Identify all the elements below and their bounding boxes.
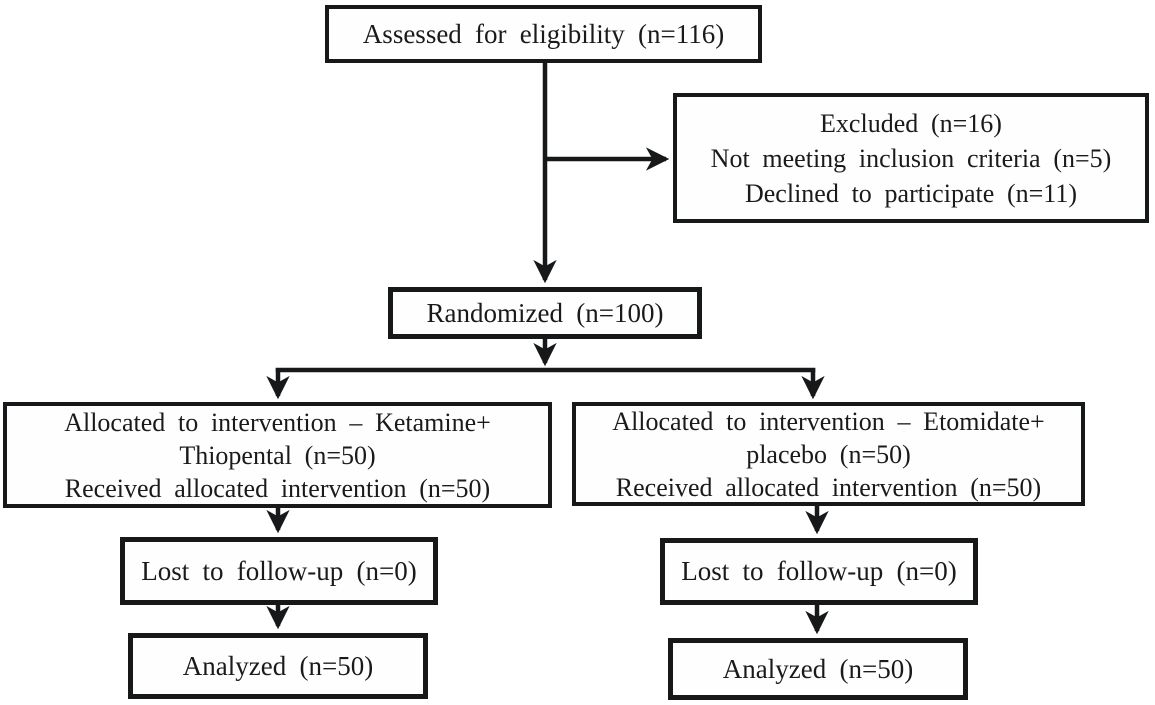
alloc-left-line-2: Thiopental (n=50) <box>179 440 376 470</box>
alloc-left-line-3: Received allocated intervention (n=50) <box>64 473 491 503</box>
excluded-not-meeting-criteria-label: Not meeting inclusion criteria (n=5) <box>710 143 1112 173</box>
box-allocated-etomidate-placebo: Allocated to intervention – Etomidate+ p… <box>572 402 1085 506</box>
alloc-left-line-1: Allocated to intervention – Ketamine+ <box>64 407 491 437</box>
box-excluded: Excluded (n=16) Not meeting inclusion cr… <box>673 93 1149 223</box>
box-allocated-ketamine-thiopental: Allocated to intervention – Ketamine+ Th… <box>3 402 552 508</box>
lost-left-label: Lost to follow-up (n=0) <box>141 555 417 586</box>
assessed-label: Assessed for eligibility (n=116) <box>362 18 725 49</box>
box-lost-followup-left: Lost to follow-up (n=0) <box>120 537 438 605</box>
randomized-label: Randomized (n=100) <box>426 297 664 328</box>
excluded-declined-label: Declined to participate (n=11) <box>744 178 1077 208</box>
box-randomized: Randomized (n=100) <box>388 287 702 339</box>
box-analyzed-right: Analyzed (n=50) <box>668 638 968 700</box>
analyzed-left-label: Analyzed (n=50) <box>182 650 374 681</box>
alloc-right-line-1: Allocated to intervention – Etomidate+ <box>612 406 1045 436</box>
box-lost-followup-right: Lost to follow-up (n=0) <box>660 538 978 605</box>
alloc-right-line-3: Received allocated intervention (n=50) <box>615 472 1042 502</box>
alloc-right-line-2: placebo (n=50) <box>746 439 911 469</box>
box-analyzed-left: Analyzed (n=50) <box>128 633 428 699</box>
box-assessed-eligibility: Assessed for eligibility (n=116) <box>325 5 762 63</box>
analyzed-right-label: Analyzed (n=50) <box>722 653 914 684</box>
excluded-total-label: Excluded (n=16) <box>820 108 1002 138</box>
lost-right-label: Lost to follow-up (n=0) <box>681 556 957 587</box>
